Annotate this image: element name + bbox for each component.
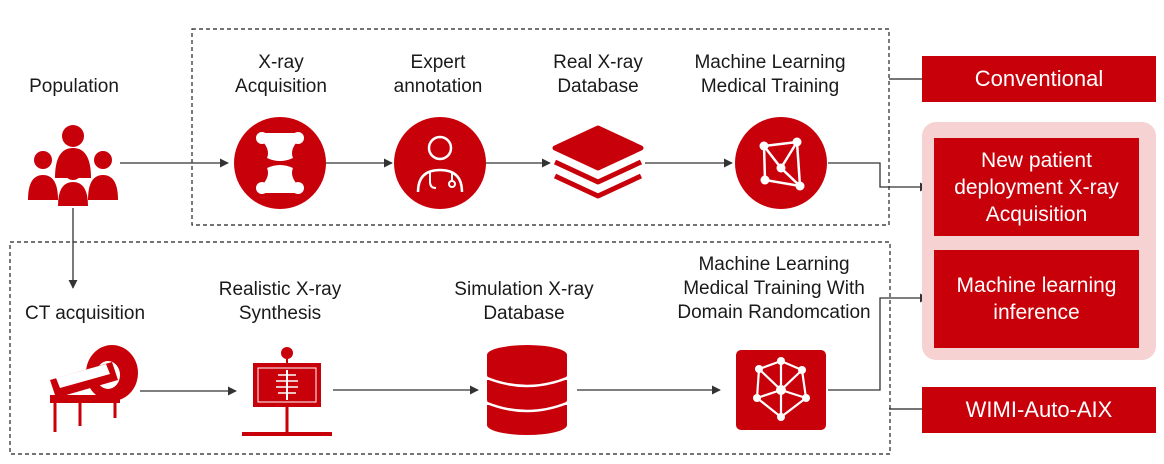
label-real-db-line1: Real X-ray <box>553 52 643 73</box>
new-patient-line2: deployment X-ray <box>954 175 1119 199</box>
conventional-box: Conventional <box>922 56 1156 102</box>
database-icon <box>486 345 568 435</box>
conventional-pipeline-frame <box>191 28 890 226</box>
label-expert-line2: annotation <box>393 76 483 97</box>
label-simulation-xray-database: Simulation X-ray Database <box>440 278 608 326</box>
label-ml-medical-training: Machine Learning Medical Training <box>679 51 861 99</box>
label-ml-training-line1: Machine Learning <box>694 52 846 73</box>
layers-stack-icon <box>552 125 644 199</box>
label-synthesis-line2: Synthesis <box>238 303 322 324</box>
label-ml-training-line2: Medical Training <box>700 76 840 97</box>
graph-network-icon <box>735 117 827 209</box>
label-realistic-xray-synthesis: Realistic X-ray Synthesis <box>205 278 355 326</box>
label-ml-domain-line2: Medical Training With <box>683 278 865 299</box>
label-ml-domain-line1: Machine Learning <box>698 254 850 275</box>
ct-scanner-icon <box>50 345 138 432</box>
label-xray-acquisition-line2: Acquisition <box>235 76 327 97</box>
ml-inference-line1: Machine learning <box>956 274 1117 297</box>
label-synthesis-line1: Realistic X-ray <box>218 279 342 300</box>
ml-inference-line2: inference <box>993 301 1080 324</box>
label-ct-acquisition: CT acquisition <box>24 303 146 324</box>
people-group-icon <box>28 125 118 206</box>
arrow-ml-to-inference <box>828 293 929 391</box>
xray-display-icon <box>242 347 332 436</box>
arrow-ml-to-deployment <box>828 162 929 192</box>
label-expert-line1: Expert <box>410 52 466 73</box>
new-patient-box: New patient deployment X-ray Acquisition <box>934 138 1139 236</box>
label-sim-db-line1: Simulation X-ray <box>454 279 594 300</box>
label-ml-domain-randomcation: Machine Learning Medical Training With D… <box>666 253 882 325</box>
label-sim-db-line2: Database <box>483 303 565 324</box>
ml-inference-box: Machine learning inference <box>934 250 1139 348</box>
label-expert-annotation: Expert annotation <box>380 51 496 99</box>
label-ml-domain-line3: Domain Randomcation <box>677 302 871 323</box>
conventional-label: Conventional <box>974 66 1104 91</box>
doctor-icon <box>394 117 486 209</box>
bone-joint-icon <box>234 117 326 209</box>
network-node-icon <box>736 350 826 430</box>
label-real-db-line2: Database <box>557 76 639 97</box>
label-real-xray-database: Real X-ray Database <box>536 51 660 99</box>
wimi-label: WIMI-Auto-AIX <box>965 397 1113 422</box>
wimi-box: WIMI-Auto-AIX <box>922 387 1156 433</box>
label-population: Population <box>29 76 119 97</box>
new-patient-line3: Acquisition <box>985 202 1088 226</box>
new-patient-line1: New patient <box>981 148 1092 172</box>
label-xray-acquisition-line1: X-ray <box>258 52 304 73</box>
label-xray-acquisition: X-ray Acquisition <box>215 51 347 99</box>
